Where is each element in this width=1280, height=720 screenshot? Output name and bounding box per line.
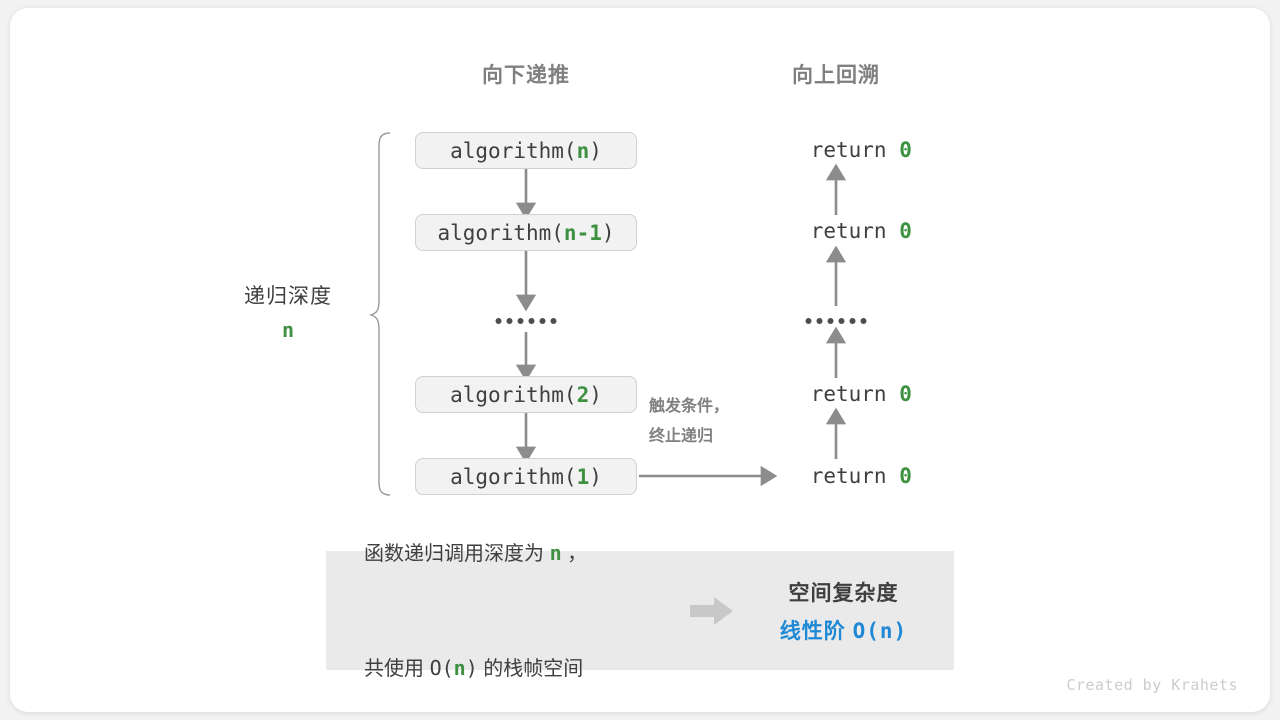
return-value: 0 <box>899 219 912 243</box>
recursion-depth-title: 递归深度 <box>244 285 332 308</box>
call-box-2[interactable]: algorithm(2) <box>415 376 637 413</box>
credit-footer: Created by Krahets <box>1066 676 1238 694</box>
call-box-1[interactable]: algorithm(1) <box>415 458 637 495</box>
call-box-arg: 2 <box>576 382 590 407</box>
return-value: 0 <box>899 464 912 488</box>
call-box-close: ) <box>589 464 602 489</box>
call-box-arg: n-1 <box>563 220 602 245</box>
return-keyword: return <box>810 382 900 406</box>
complexity-result-value: 线性阶 O(n) <box>743 615 944 645</box>
summary-line2-close: ) <box>465 655 478 680</box>
complexity-summary-description: 函数递归调用深度为 n ， 共使用 O(n) 的栈帧空间 <box>326 458 681 720</box>
summary-line2-post: 的栈帧空间 <box>477 657 584 680</box>
return-statement-third: return 0 <box>760 358 912 430</box>
call-box-n[interactable]: algorithm(n) <box>415 132 637 169</box>
call-box-arg: n <box>576 138 590 163</box>
return-statement-top: return 0 <box>760 114 912 186</box>
complexity-summary-panel: 函数递归调用深度为 n ， 共使用 O(n) 的栈帧空间 空间复杂度 线性阶 O… <box>326 541 954 680</box>
recursion-depth-label: 递归深度 n <box>244 280 332 342</box>
right-arrow-icon <box>681 596 743 626</box>
call-stack-ellipsis <box>495 318 557 324</box>
return-keyword: return <box>810 138 900 162</box>
complexity-summary-result: 空间复杂度 线性阶 O(n) <box>743 577 954 645</box>
column-header-downward-recursion: 向下递推 <box>482 64 570 87</box>
return-statement-second: return 0 <box>760 195 912 267</box>
column-header-upward-backtrack: 向上回溯 <box>792 64 880 87</box>
return-value: 0 <box>899 382 912 406</box>
call-box-close: ) <box>601 220 615 245</box>
termination-note-line2: 终止递归 <box>649 428 714 445</box>
call-box-close: ) <box>589 138 602 163</box>
summary-line2-open: O( <box>429 655 454 680</box>
return-value: 0 <box>899 138 912 162</box>
complexity-order-label: 线性阶 <box>779 619 853 643</box>
call-box-arg: 1 <box>576 464 590 489</box>
complexity-result-title: 空间复杂度 <box>788 581 899 605</box>
call-box-n-minus-1[interactable]: algorithm(n-1) <box>415 214 637 251</box>
summary-line1-var: n <box>549 540 562 565</box>
return-keyword: return <box>810 464 900 488</box>
summary-line2-var: n <box>453 655 466 680</box>
summary-line2-pre: 共使用 <box>364 657 430 680</box>
return-statement-base: return 0 <box>760 440 912 512</box>
call-box-name: algorithm( <box>437 220 564 245</box>
complexity-order-notation: O(n) <box>852 618 908 643</box>
termination-condition-note: 触发条件， 终止递归 <box>649 392 729 452</box>
return-keyword: return <box>810 219 900 243</box>
call-box-name: algorithm( <box>450 464 577 489</box>
call-box-name: algorithm( <box>450 138 577 163</box>
call-box-close: ) <box>589 382 602 407</box>
summary-line1-post: ， <box>561 542 588 565</box>
termination-note-line1: 触发条件， <box>649 398 730 415</box>
summary-line1-pre: 函数递归调用深度为 <box>364 542 550 565</box>
summary-line-2: 共使用 O(n) 的栈帧空间 <box>364 649 681 688</box>
return-column-ellipsis <box>805 318 867 324</box>
summary-line-1: 函数递归调用深度为 n ， <box>364 534 681 573</box>
call-box-name: algorithm( <box>450 382 577 407</box>
recursion-depth-value: n <box>281 318 295 342</box>
